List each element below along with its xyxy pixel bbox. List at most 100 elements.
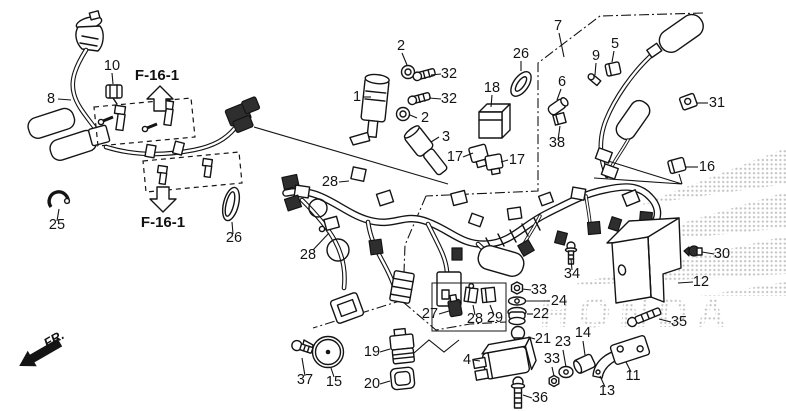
callout: 23: [555, 334, 571, 350]
callout: 28: [300, 247, 316, 263]
callout: 11: [625, 368, 640, 384]
boot-cover: [615, 99, 651, 141]
bolt-36: [510, 376, 526, 409]
callout: 33: [544, 351, 560, 367]
sub-harness-7: [594, 13, 704, 180]
clip-icon: [201, 157, 214, 179]
callout: 34: [564, 266, 580, 282]
control-module-4: [472, 336, 537, 381]
connector-19: [389, 327, 416, 365]
screw-icon: [141, 122, 158, 133]
bolt-32a: [412, 68, 436, 82]
clamp-position-leader: [593, 160, 683, 185]
socket-6: [547, 97, 569, 116]
callout: 32: [441, 91, 457, 107]
callout: 30: [714, 246, 730, 262]
bracket-11: [609, 335, 651, 365]
callout: 28: [467, 311, 483, 327]
relay-17b: [484, 153, 504, 176]
band-26-top: [510, 71, 532, 97]
callout: 21: [535, 331, 551, 347]
connector-31: [678, 92, 698, 111]
callout: 29: [487, 310, 503, 326]
callout-labels: 10 8 25 26 1 2 32 32 2 3 18 26 7 9 5 6 3…: [47, 18, 730, 406]
harness-end-connector: [224, 96, 261, 133]
callout: 13: [599, 383, 615, 399]
callout: 36: [532, 390, 548, 406]
front-direction-marker: FR.: [19, 327, 67, 367]
callout: 28: [322, 174, 338, 190]
section-ref-bottom: F-16-1: [141, 214, 185, 231]
callout: 32: [441, 66, 457, 82]
callout: 19: [364, 344, 380, 360]
callout: 2: [421, 110, 429, 126]
connector-boots: [27, 107, 111, 161]
callout: 17: [447, 149, 463, 165]
nut-2b: [395, 106, 411, 122]
bushing-14: [573, 353, 596, 374]
callout: 37: [297, 372, 313, 388]
callout: 9: [592, 48, 600, 64]
callout: 3: [442, 129, 450, 145]
clip-5: [604, 61, 622, 77]
callout: 14: [575, 325, 591, 341]
callout: 1: [353, 89, 361, 105]
screw-icon: [97, 115, 114, 126]
callout: 20: [364, 376, 380, 392]
callout: 35: [671, 314, 687, 330]
clip-icon: [113, 104, 127, 132]
callout: 26: [513, 46, 529, 62]
screw-9: [587, 73, 602, 87]
block-arrow-up-icon: [146, 85, 174, 112]
solenoid-boot: [477, 245, 525, 277]
clip-25: [47, 190, 71, 209]
callout: 31: [709, 95, 725, 111]
clip-29: [480, 286, 497, 304]
bolt-32b: [407, 92, 431, 106]
clip-28c: [463, 282, 479, 304]
bolt-34: [564, 241, 578, 265]
relay-18: [478, 103, 511, 139]
bracket-12: [606, 217, 682, 304]
callout: 7: [554, 18, 562, 34]
nut-2a: [400, 64, 416, 80]
clip-icon: [156, 164, 169, 186]
leader-lines: [56, 32, 715, 399]
callout: 25: [49, 217, 65, 233]
callout: 15: [326, 374, 342, 390]
callout: 24: [551, 293, 567, 309]
boot-cover: [658, 13, 704, 53]
multipin-connector: [389, 270, 415, 304]
bolt-35: [626, 307, 662, 328]
callout: 10: [104, 58, 120, 74]
band-26-left: [221, 186, 241, 222]
bracket-line: [413, 339, 460, 354]
square-connector: [329, 292, 365, 324]
clip-28b: [318, 215, 341, 233]
callout: 5: [611, 36, 619, 52]
cover-20: [389, 366, 416, 391]
section-ref-top: F-16-1: [135, 67, 179, 84]
callout: 6: [558, 74, 566, 90]
spark-plug-cap-3: [403, 125, 448, 176]
front-arrow-icon: [19, 338, 63, 367]
bolt-37: [291, 339, 314, 354]
main-wire-harness: [281, 166, 662, 324]
clip-detail-boxes: F-16-1 F-16-1: [93, 67, 243, 231]
ignition-coil-1: [349, 73, 390, 146]
callout: 33: [531, 282, 547, 298]
left-sub-harness: [27, 10, 449, 222]
bulb-socket: [75, 10, 104, 52]
grommet-30: [683, 245, 703, 257]
connector-16: [667, 156, 687, 175]
callout: 22: [533, 306, 549, 322]
clip-10: [105, 84, 123, 105]
clip-38: [552, 111, 567, 126]
callout: 8: [47, 91, 55, 107]
callout: 27: [422, 306, 438, 322]
callout: 2: [397, 38, 405, 54]
callout: 26: [226, 230, 242, 246]
callout: 18: [484, 80, 500, 96]
stay-bracket-group: [548, 307, 662, 388]
